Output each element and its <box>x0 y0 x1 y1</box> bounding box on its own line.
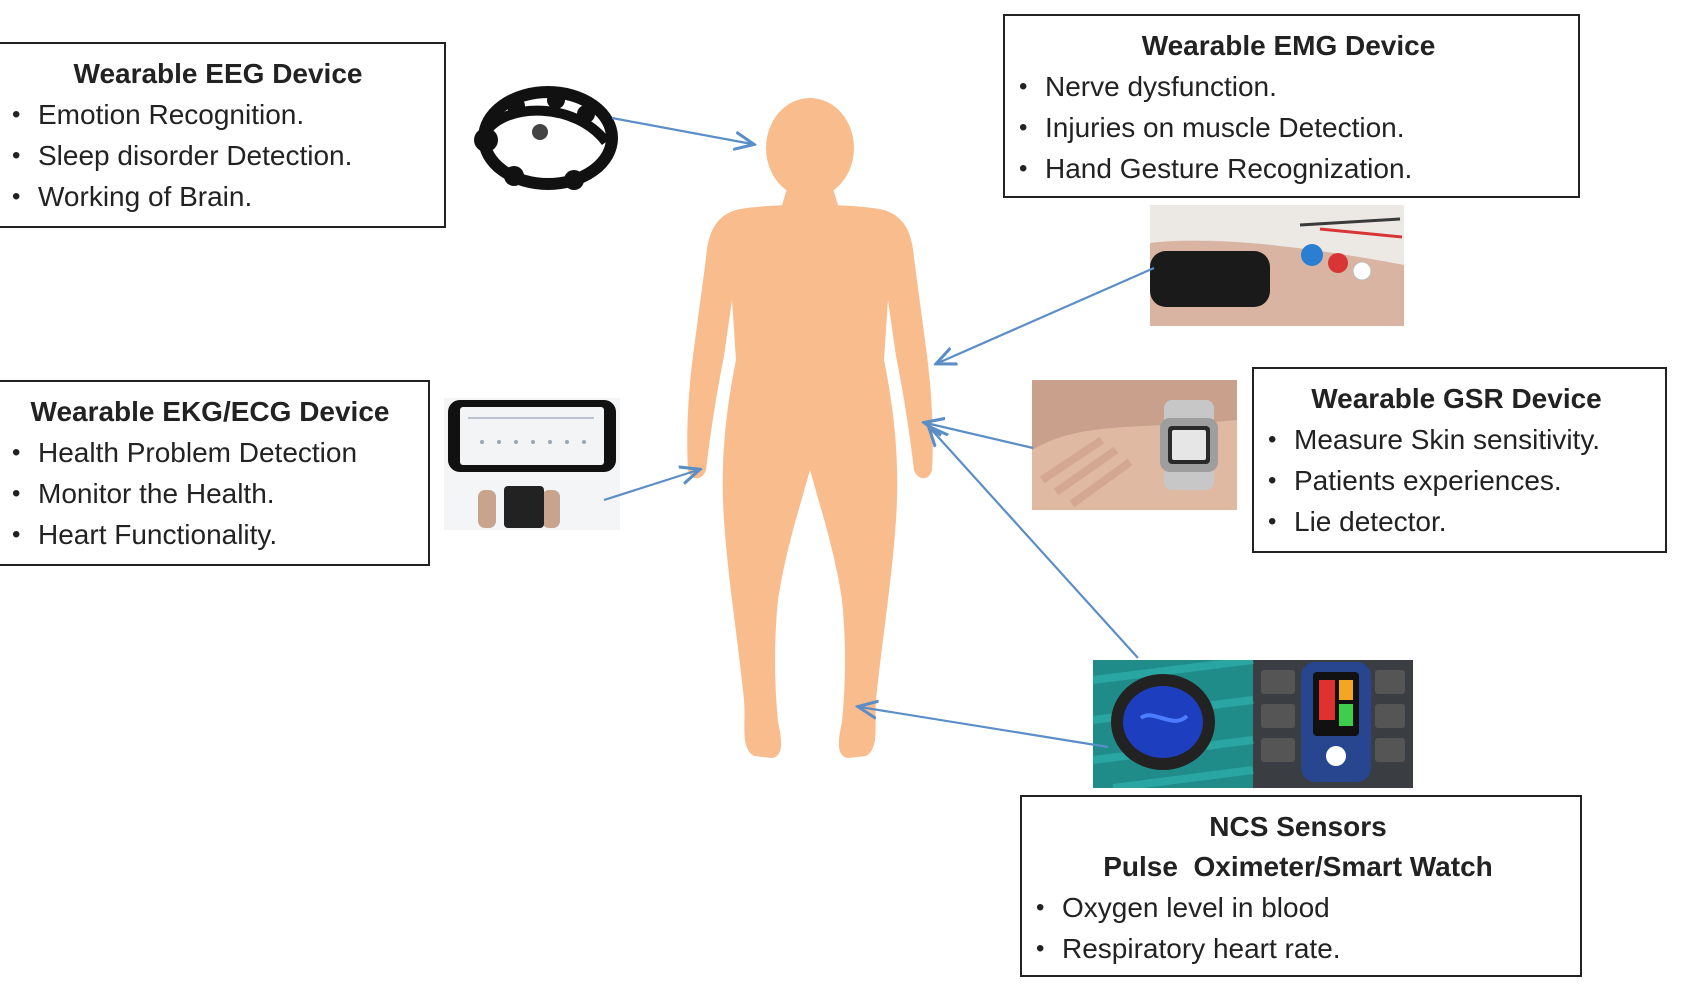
eeg-item: Working of Brain. <box>8 176 428 217</box>
gsr-device-box: Wearable GSR Device Measure Skin sensiti… <box>1252 367 1667 553</box>
ncs-title: NCS Sensors <box>1209 811 1387 842</box>
gsr-item: Lie detector. <box>1264 501 1649 542</box>
eeg-device-box: Wearable EEG Device Emotion Recognition.… <box>0 42 446 228</box>
eeg-item: Sleep disorder Detection. <box>8 135 428 176</box>
ncs-sensors-box: NCS Sensors Pulse Oximeter/Smart Watch O… <box>1020 795 1582 977</box>
arrow-ecg <box>603 470 698 502</box>
ncs-item-list: Oxygen level in blood Respiratory heart … <box>1032 887 1564 969</box>
ecg-item-list: Health Problem Detection Monitor the Hea… <box>8 432 412 555</box>
arrow-pulse <box>930 428 1139 659</box>
gsr-item-list: Measure Skin sensitivity. Patients exper… <box>1264 419 1649 542</box>
ecg-item: Monitor the Health. <box>8 473 412 514</box>
pulse-oximeter-smartwatch-image <box>1093 660 1413 788</box>
emg-item: Hand Gesture Recognization. <box>1015 148 1562 189</box>
gsr-smartwatch-image <box>1032 380 1237 510</box>
arrow-ncs <box>860 707 1109 749</box>
ecg-device-box: Wearable EKG/ECG Device Health Problem D… <box>0 380 430 566</box>
emg-item-list: Nerve dysfunction. Injuries on muscle De… <box>1015 66 1562 189</box>
ecg-item: Health Problem Detection <box>8 432 412 473</box>
ncs-item: Oxygen level in blood <box>1032 887 1564 928</box>
gsr-item: Measure Skin sensitivity. <box>1264 419 1649 460</box>
arrow-gsr <box>926 423 1034 450</box>
ecg-title: Wearable EKG/ECG Device <box>30 396 390 427</box>
emg-device-box: Wearable EMG Device Nerve dysfunction. I… <box>1003 14 1580 198</box>
ncs-subtitle: Pulse Oximeter/Smart Watch <box>1103 851 1493 882</box>
emg-title: Wearable EMG Device <box>1141 30 1436 61</box>
eeg-title: Wearable EEG Device <box>73 58 363 89</box>
ecg-phone-image <box>444 398 620 530</box>
arrow-eeg <box>611 116 752 144</box>
emg-item: Injuries on muscle Detection. <box>1015 107 1562 148</box>
gsr-item: Patients experiences. <box>1264 460 1649 501</box>
ecg-item: Heart Functionality. <box>8 514 412 555</box>
eeg-headset-image <box>456 72 626 207</box>
gsr-title: Wearable GSR Device <box>1311 383 1602 414</box>
arrow-emg <box>938 266 1155 363</box>
eeg-item-list: Emotion Recognition. Sleep disorder Dete… <box>8 94 428 217</box>
eeg-item: Emotion Recognition. <box>8 94 428 135</box>
emg-arm-sensor-image <box>1150 205 1404 326</box>
ncs-item: Respiratory heart rate. <box>1032 928 1564 969</box>
emg-item: Nerve dysfunction. <box>1015 66 1562 107</box>
